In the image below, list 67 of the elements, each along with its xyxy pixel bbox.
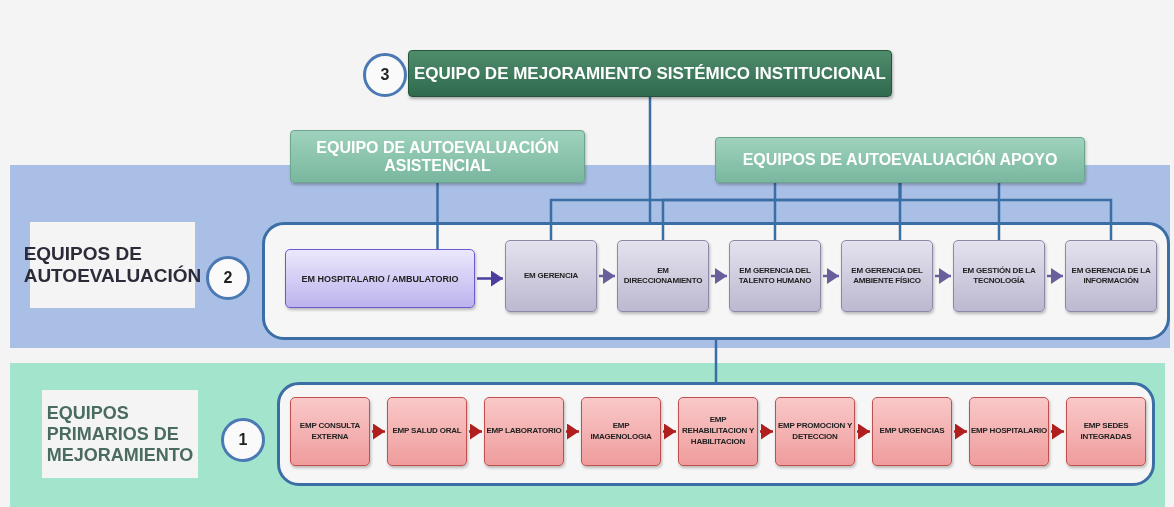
arrow [711, 268, 727, 284]
level-label [42, 390, 198, 478]
process-box [841, 240, 933, 312]
arrow [857, 423, 870, 440]
box-label: EM GERENCIA DEL AMBIENTE FÍSICO [850, 266, 924, 286]
arrow [760, 423, 773, 440]
box-label: EQUIPOS DE AUTOEVALUACIÓN APOYO [741, 151, 1059, 169]
box-label: EM GERENCIA DE LA INFORMACIÓN [1070, 266, 1152, 286]
process-box [581, 397, 661, 466]
process-box [387, 397, 467, 466]
connector-line [898, 183, 1113, 240]
step-number: 2 [223, 269, 233, 287]
process-box [1066, 397, 1146, 466]
box-label: EQUIPO DE AUTOEVALUACIÓN ASISTENCIAL [315, 138, 560, 175]
process-box [678, 397, 758, 466]
level-title: EQUIPOS PRIMARIOS DE MEJORAMIENTO [45, 402, 195, 466]
process-box [953, 240, 1045, 312]
box-label: EM GESTIÓN DE LA TECNOLOGÍA [961, 266, 1037, 286]
group-container [262, 222, 1170, 340]
arrow [469, 423, 482, 440]
box-label: EMP HOSPITALARIO [970, 426, 1048, 437]
process-box [505, 240, 597, 312]
box-label: EM HOSPITALARIO / AMBULATORIO [301, 273, 459, 284]
process-box [285, 249, 475, 308]
box-label: EMP SALUD ORAL [392, 426, 462, 437]
level-title: EQUIPOS DE AUTOEVALUACIÓN [22, 243, 203, 287]
step-number: 3 [380, 66, 390, 84]
arrow [823, 268, 839, 284]
process-box [775, 397, 855, 466]
box-label: EM GERENCIA DEL TALENTO HUMANO [737, 266, 813, 286]
arrow [477, 270, 503, 287]
process-box [729, 240, 821, 312]
box-label: EMP IMAGENOLOGIA [589, 420, 653, 443]
title-box [408, 50, 892, 97]
connector-line [436, 183, 439, 249]
box-label: EM DIRECCIONAMIENTO [622, 266, 704, 286]
process-box [872, 397, 952, 466]
arrow [935, 268, 951, 284]
arrow [954, 423, 967, 440]
connector-line [773, 183, 777, 240]
arrow [372, 423, 385, 440]
connector-line [648, 97, 652, 222]
team-box [715, 137, 1085, 183]
arrow [663, 423, 676, 440]
process-box [484, 397, 564, 466]
process-box [969, 397, 1049, 466]
box-label: EMP CONSULTA EXTERNA [298, 420, 362, 443]
process-box [617, 240, 709, 312]
box-label: EMP LABORATORIO [486, 426, 562, 437]
box-label: EMP SEDES INTEGRADAS [1079, 420, 1133, 443]
box-label: EMP URGENCIAS [879, 426, 945, 437]
connector-line [997, 183, 1001, 240]
process-box [1065, 240, 1157, 312]
process-box [290, 397, 370, 466]
box-label: EM GERENCIA [523, 271, 579, 281]
number-circle [363, 53, 407, 97]
connector-line [714, 340, 718, 382]
arrow [599, 268, 615, 284]
team-box [290, 130, 585, 183]
box-label: EQUIPO DE MEJORAMIENTO SISTÉMICO INSTITUCIONAL [414, 63, 886, 84]
group-container [277, 382, 1155, 486]
box-label: EMP PROMOCION Y DETECCION [776, 420, 854, 443]
box-label: EMP REHABILITACION Y HABILITACION [680, 415, 756, 448]
arrow [566, 423, 579, 440]
step-number: 1 [238, 431, 248, 449]
arrow [1047, 268, 1063, 284]
arrow [1051, 423, 1064, 440]
